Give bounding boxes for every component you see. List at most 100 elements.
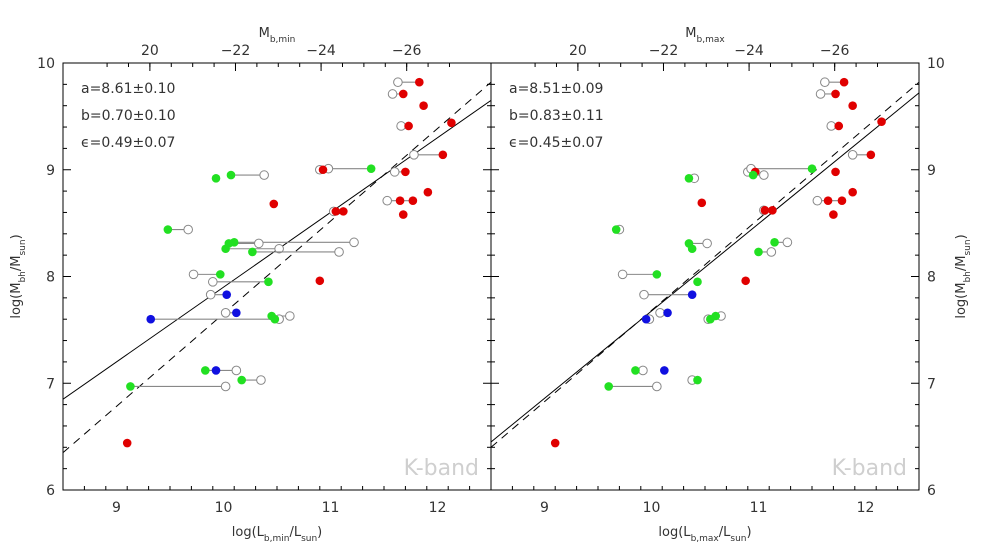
top-axis-label: Mb,min — [259, 26, 296, 45]
data-point-red — [408, 196, 418, 206]
data-point-red — [877, 117, 886, 127]
x-tick-label: 11 — [750, 500, 768, 516]
fit-line-dashed — [63, 81, 491, 454]
data-point-red — [697, 198, 707, 208]
data-point-blue — [211, 366, 221, 375]
data-point-green — [631, 366, 640, 375]
data-point-red — [318, 165, 328, 175]
y-tick-label: 6 — [927, 483, 936, 499]
open-marker — [188, 269, 199, 280]
y-tick-label: 10 — [927, 56, 945, 72]
data-point-red — [315, 276, 325, 286]
data-point-blue — [687, 290, 697, 299]
y-tick-label: 7 — [927, 376, 936, 392]
x-tick-label: 10 — [643, 500, 661, 516]
open-marker — [652, 381, 662, 392]
data-point-red — [848, 187, 857, 197]
data-point-green — [770, 238, 779, 247]
open-marker — [639, 289, 649, 300]
data-point-red — [837, 196, 847, 206]
open-marker — [617, 269, 628, 280]
open-marker — [396, 121, 406, 131]
open-marker — [220, 381, 231, 392]
data-point-green — [706, 314, 715, 324]
data-point-red — [550, 438, 560, 448]
y-tick-label: 8 — [46, 270, 55, 286]
top-tick-label: −26 — [392, 43, 422, 59]
top-tick-label: 20 — [141, 43, 159, 59]
x-tick-label: 9 — [540, 500, 549, 516]
y-tick-label: 9 — [46, 163, 55, 179]
band-label: K-band — [832, 456, 907, 481]
fit-line-dashed — [491, 81, 919, 448]
open-marker — [759, 170, 769, 180]
data-point-green — [366, 164, 376, 173]
data-point-green — [126, 382, 135, 391]
data-point-green — [248, 247, 257, 257]
data-point-green — [270, 314, 280, 324]
open-marker — [826, 121, 837, 131]
open-marker — [254, 238, 264, 249]
data-point-red — [395, 196, 405, 206]
data-point-green — [652, 270, 662, 279]
open-marker — [256, 375, 266, 385]
fit-line-solid — [491, 92, 919, 443]
data-point-green — [221, 244, 230, 254]
band-label: K-band — [404, 456, 479, 481]
data-point-red — [331, 207, 341, 216]
open-marker — [638, 365, 648, 376]
data-point-green — [754, 247, 763, 257]
data-point-blue — [660, 366, 669, 375]
top-tick-label: −26 — [820, 43, 850, 59]
data-point-red — [404, 121, 413, 131]
open-marker — [259, 170, 269, 180]
y-tick-label: 10 — [37, 56, 55, 72]
fit-stat: a=8.51±0.09 — [509, 81, 603, 97]
fit-stat: ϵ=0.45±0.07 — [509, 135, 603, 151]
top-tick-label: −22 — [221, 43, 251, 59]
data-point-red — [834, 121, 844, 131]
data-point-blue — [641, 314, 651, 324]
x-tick-label: 12 — [429, 500, 447, 516]
open-marker — [274, 243, 284, 254]
data-point-red — [401, 167, 410, 177]
data-point-red — [419, 101, 428, 110]
data-point-red — [398, 89, 408, 99]
fit-stat: b=0.70±0.10 — [81, 108, 176, 124]
data-point-green — [163, 225, 173, 234]
y-tick-label: 9 — [927, 163, 936, 179]
data-point-green — [611, 225, 621, 234]
x-tick-label: 11 — [322, 500, 340, 516]
open-marker — [393, 77, 403, 88]
data-point-green — [684, 173, 694, 183]
data-point-red — [760, 206, 770, 215]
open-marker — [205, 289, 216, 300]
open-marker — [183, 224, 193, 235]
open-marker — [812, 195, 823, 206]
y-tick-label: 8 — [927, 270, 936, 286]
open-marker — [847, 150, 858, 160]
data-point-green — [748, 170, 758, 180]
y-axis-label: log(Mbh/Msun) — [954, 234, 973, 318]
data-point-blue — [232, 308, 241, 318]
x-tick-label: 9 — [112, 500, 121, 516]
plot-frame — [490, 62, 920, 491]
data-point-red — [122, 438, 132, 448]
data-point-red — [866, 150, 876, 160]
top-tick-label: −24 — [734, 43, 764, 59]
x-axis-label: log(Lb,max/Lsun) — [658, 525, 751, 544]
open-marker — [382, 195, 393, 206]
open-marker — [349, 237, 359, 248]
top-axis-label: Mb,max — [685, 26, 725, 45]
open-marker — [208, 277, 218, 287]
data-point-red — [831, 167, 840, 177]
y-axis-label: log(Mbh/Msun) — [9, 234, 28, 318]
data-point-green — [201, 366, 210, 375]
data-point-green — [237, 375, 246, 385]
open-marker — [389, 167, 400, 177]
data-point-blue — [146, 314, 156, 324]
top-tick-label: −24 — [306, 43, 336, 59]
data-point-red — [423, 187, 433, 197]
open-marker — [387, 89, 398, 99]
